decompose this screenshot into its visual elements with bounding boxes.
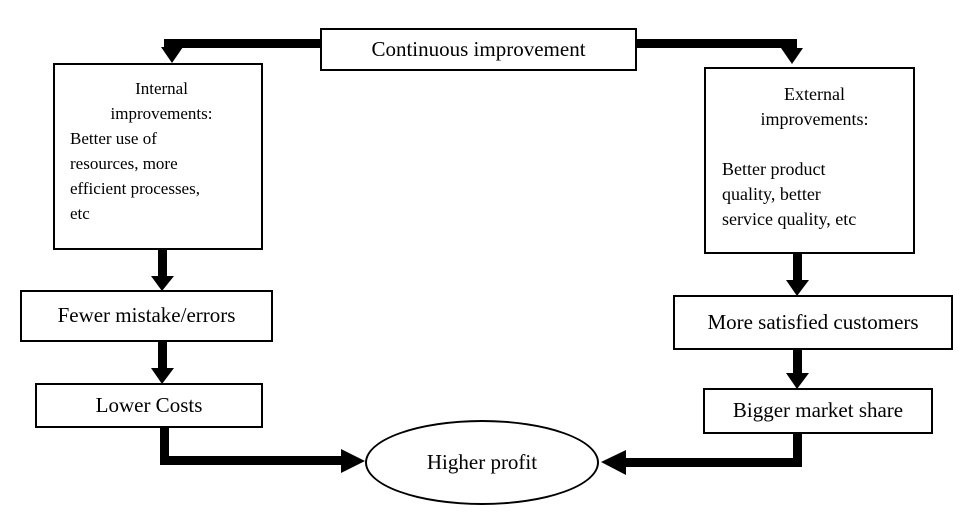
- arrow-fewer-to-lower: [151, 341, 174, 384]
- external-heading-line: improvements:: [760, 109, 869, 129]
- node-higher-profit: Higher profit: [365, 420, 599, 505]
- internal-body-line: Better use of: [70, 129, 157, 148]
- external-body-line: quality, better: [722, 184, 821, 204]
- internal-body-line: efficient processes,: [70, 179, 200, 198]
- node-higher-profit-label: Higher profit: [426, 450, 538, 474]
- internal-heading-line: Internal: [135, 79, 188, 98]
- arrow-continuous-to-internal: [161, 39, 322, 63]
- node-internal-improvements: Internal improvements: Better use of res…: [53, 63, 263, 250]
- internal-body-line: resources, more: [70, 154, 178, 173]
- node-bigger-market-share: Bigger market share: [703, 388, 933, 434]
- node-satisfied-customers-label: More satisfied customers: [707, 309, 919, 334]
- external-heading-line: External: [784, 84, 845, 104]
- external-body-line: Better product: [722, 159, 826, 179]
- node-satisfied-customers: More satisfied customers: [673, 295, 953, 350]
- arrow-external-to-satisfied: [786, 253, 809, 296]
- node-bigger-market-share-label: Bigger market share: [732, 398, 904, 423]
- arrow-bigger-to-profit: [601, 433, 802, 475]
- external-blank-line: [722, 132, 907, 157]
- node-external-improvements: External improvements: Better product qu…: [704, 67, 915, 254]
- node-fewer-mistakes: Fewer mistake/errors: [20, 290, 273, 342]
- node-fewer-mistakes-label: Fewer mistake/errors: [57, 303, 236, 328]
- external-body-line: service quality, etc: [722, 209, 857, 229]
- arrow-satisfied-to-bigger: [786, 349, 809, 389]
- node-lower-costs: Lower Costs: [35, 383, 263, 428]
- node-continuous-improvement-label: Continuous improvement: [371, 36, 586, 61]
- node-lower-costs-label: Lower Costs: [95, 392, 203, 417]
- arrow-lower-to-profit: [160, 427, 365, 473]
- arrow-internal-to-fewer: [151, 249, 174, 291]
- node-continuous-improvement: Continuous improvement: [320, 28, 637, 71]
- internal-body-line: etc: [70, 204, 90, 223]
- internal-heading-line: improvements:: [110, 104, 213, 123]
- arrow-continuous-to-external: [635, 39, 803, 64]
